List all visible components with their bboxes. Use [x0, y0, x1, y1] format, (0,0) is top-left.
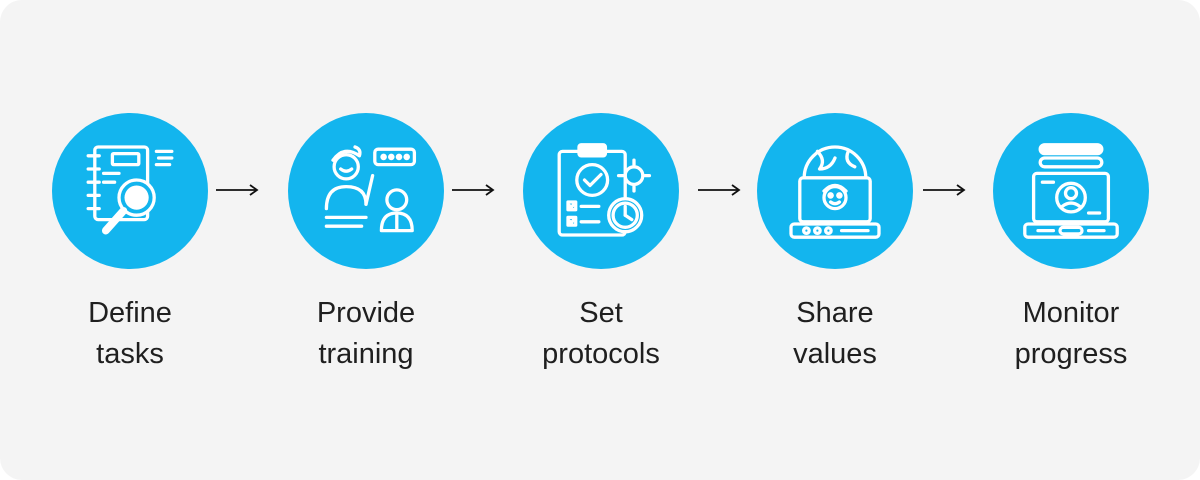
step-share-values: Share values: [725, 113, 945, 375]
arrow-right: [921, 180, 967, 200]
step-label-line1: Define: [88, 297, 172, 329]
notebook-magnifier-icon: [86, 145, 174, 235]
step-define-tasks: Define tasks: [20, 113, 240, 375]
step-circle: [523, 113, 679, 269]
globe-laptop-icon: [789, 145, 881, 239]
step-label-line2: tasks: [96, 338, 164, 370]
step-circle: [993, 113, 1149, 269]
arrow-right-icon: [698, 184, 741, 196]
arrow-right-icon: [923, 184, 966, 196]
step-label: Set protocols: [501, 293, 701, 375]
arrow-right-icon: [216, 184, 259, 196]
step-label-line1: Monitor: [1022, 297, 1120, 329]
step-label-line1: Set: [579, 297, 623, 329]
step-label: Share values: [735, 293, 935, 375]
clipboard-checklist-icon: [557, 143, 652, 237]
monitor-profile-icon: [1023, 143, 1119, 239]
step-circle: [52, 113, 208, 269]
step-set-protocols: Set protocols: [491, 113, 711, 375]
trainer-with-trainee-icon: [324, 145, 417, 233]
step-provide-training: Provide training: [256, 113, 476, 375]
step-label-line1: Share: [796, 297, 874, 329]
step-monitor-progress: Monitor progress: [961, 113, 1181, 375]
step-circle: [757, 113, 913, 269]
arrow-right: [450, 180, 496, 200]
step-label-line2: training: [318, 338, 414, 370]
step-label-line2: protocols: [542, 338, 660, 370]
step-label: Monitor progress: [971, 293, 1171, 375]
arrow-right: [214, 180, 260, 200]
arrow-right-icon: [452, 184, 495, 196]
step-circle: [288, 113, 444, 269]
step-label-line2: values: [793, 338, 877, 370]
step-label-line2: progress: [1014, 338, 1128, 370]
step-label-line1: Provide: [316, 297, 416, 329]
step-label: Provide training: [266, 293, 466, 375]
arrow-right: [696, 180, 742, 200]
step-label: Define tasks: [30, 293, 230, 375]
